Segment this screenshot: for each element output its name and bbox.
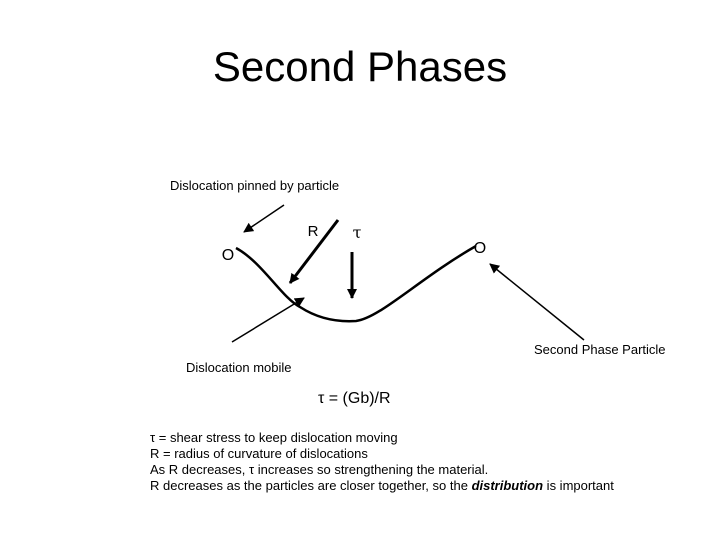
note-line-3: As R decreases, τ increases so strengthe… (150, 462, 489, 477)
radius-label: R (308, 223, 319, 240)
note-emphasis: distribution (471, 478, 544, 493)
slide-title: Second Phases (212, 43, 508, 90)
particle-pointer-arrow (489, 263, 585, 341)
pinned-pointer-arrow (243, 204, 285, 233)
note-line-4-end: is important (543, 478, 614, 493)
stress-equation: τ = (Gb)/R (318, 390, 391, 407)
note-line-1: τ = shear stress to keep dislocation mov… (150, 430, 398, 445)
second-phase-particle-left: O (222, 247, 234, 264)
mobile-label: Dislocation mobile (186, 360, 292, 375)
note-line-4-start: R decreases as the particles are closer … (150, 478, 472, 493)
dislocation-line (235, 244, 477, 323)
particle-label: Second Phase Particle (534, 342, 666, 357)
radius-arrow (288, 219, 340, 284)
note-line-2: R = radius of curvature of dislocations (150, 446, 368, 461)
note-line-4: R decreases as the particles are closer … (150, 478, 614, 494)
explanation-notes: τ = shear stress to keep dislocation mov… (150, 430, 614, 494)
second-phase-particle-right: O (474, 240, 486, 257)
pinned-label: Dislocation pinned by particle (170, 178, 340, 193)
tau-label: τ (353, 223, 362, 242)
mobile-pointer-arrow (231, 297, 305, 343)
